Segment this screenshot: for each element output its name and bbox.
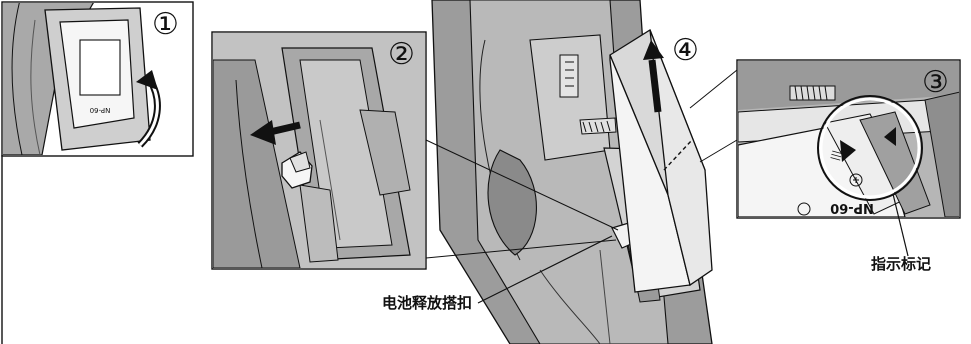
door-model-text: NP-60 (90, 106, 111, 114)
panel-3-indicator-detail: ||| NP-60 (689, 59, 961, 219)
battery-model-text: NP-60 (830, 200, 874, 215)
battery-latch-label: 电池释放搭扣 (382, 294, 473, 312)
insert-arrow-icon (643, 40, 664, 60)
step-number-1: ① (152, 7, 179, 42)
battery (609, 29, 713, 293)
panel-2-latch-detail (211, 31, 619, 270)
svg-text:|||: ||| (829, 149, 842, 162)
arrow-icon (136, 70, 158, 90)
latch-leader-line (477, 235, 613, 304)
indicator-mark-label: 指示标记 (871, 255, 932, 273)
indicator-mark-icon (884, 127, 896, 146)
step-number-4: ④ (672, 33, 699, 68)
step-number-3: ③ (922, 65, 949, 100)
panel-1-open-cover: NP-60 (1, 1, 194, 157)
step-number-2: ② (388, 37, 415, 72)
indicator-arrow-icon (840, 140, 856, 162)
push-arrow-icon (250, 120, 276, 145)
indicator-leader-line (892, 193, 909, 257)
